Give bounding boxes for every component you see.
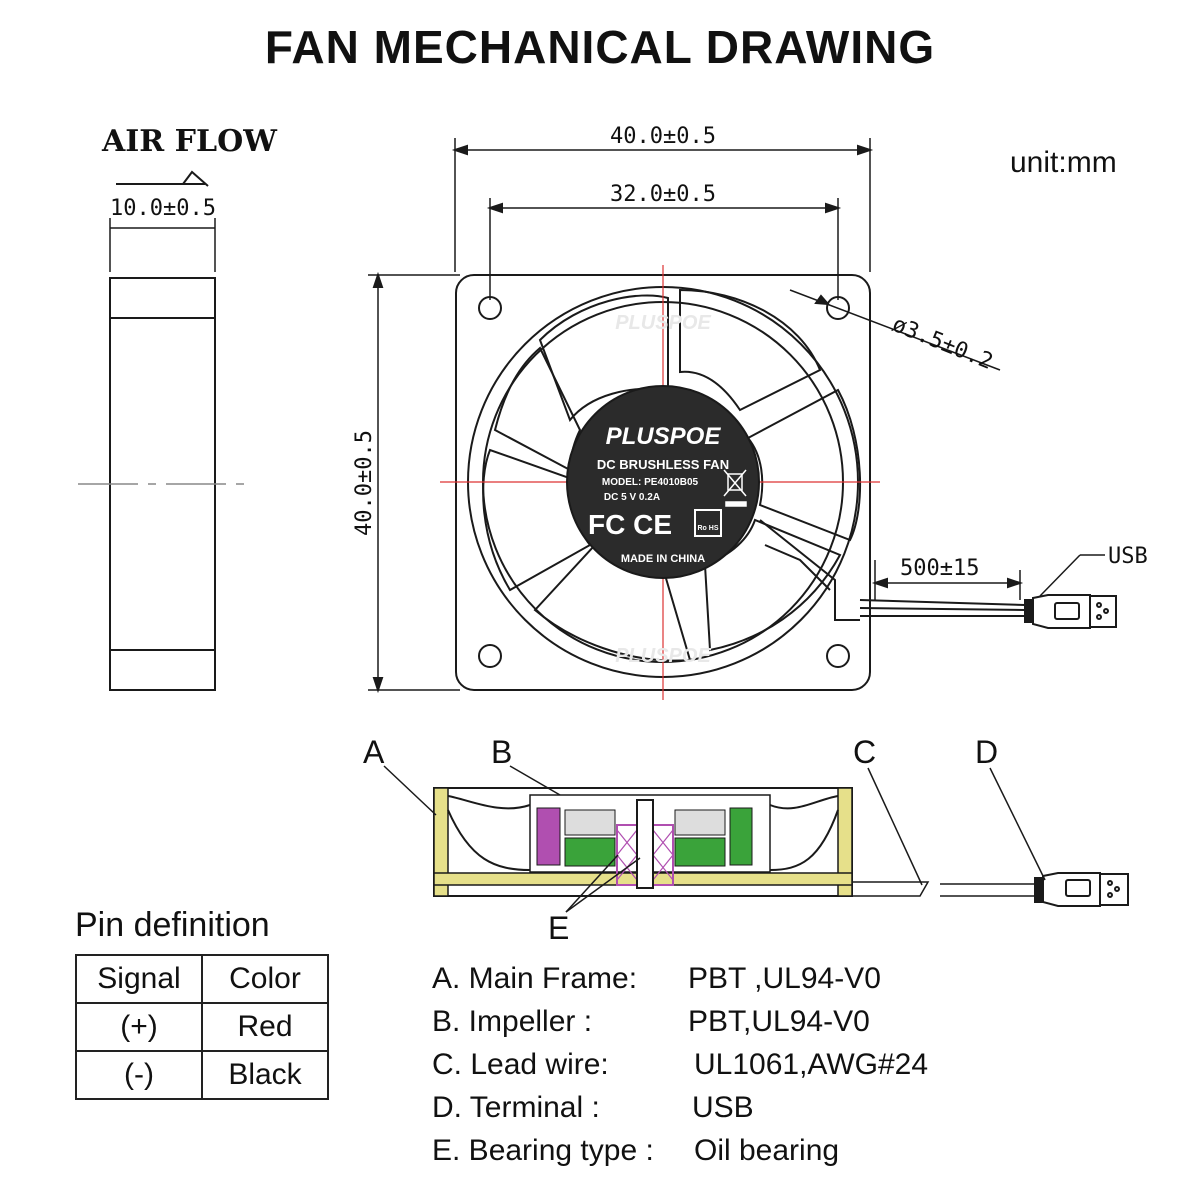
spec-value: PBT,UL94-V0	[688, 1005, 870, 1038]
cable-length-dimension: 500±15	[900, 556, 980, 581]
mount-hole	[826, 644, 850, 668]
mount-hole	[826, 296, 850, 320]
hub-cert: FC CE	[588, 509, 672, 540]
hole-spacing-dimension: 32.0±0.5	[610, 182, 716, 207]
spec-value: Oil bearing	[694, 1134, 840, 1167]
unit-label: unit:mm	[1010, 146, 1117, 179]
pin-definition-title: Pin definition	[75, 906, 270, 944]
table-cell: (+)	[75, 1002, 203, 1052]
table-row: (-) Black	[75, 1050, 329, 1100]
table-cell: (-)	[75, 1050, 203, 1100]
spec-key: C. Lead wire:	[432, 1048, 609, 1081]
hub-origin: MADE IN CHINA	[621, 553, 705, 565]
spec-list: A. Main Frame: PBT ,UL94-V0 B. Impeller …	[432, 962, 1052, 1172]
hub-sticker: PLUSPOE DC BRUSHLESS FAN MODEL: PE4010B0…	[566, 385, 760, 579]
spec-value: USB	[692, 1091, 754, 1124]
page-title: FAN MECHANICAL DRAWING	[264, 21, 936, 73]
section-label-c: C	[853, 734, 877, 770]
usb-connector	[1024, 554, 1117, 629]
section-label-d: D	[975, 734, 999, 770]
hub-line1: DC BRUSHLESS FAN	[597, 457, 729, 472]
table-row: Signal Color	[75, 954, 329, 1004]
table-header: Signal	[75, 954, 203, 1004]
side-view	[78, 170, 245, 691]
spec-key: D. Terminal :	[432, 1091, 600, 1124]
airflow-arrowhead	[182, 170, 209, 187]
spec-key: E. Bearing type :	[432, 1134, 654, 1167]
spec-key: A. Main Frame:	[432, 962, 638, 995]
spec-value: PBT ,UL94-V0	[688, 962, 881, 995]
watermark-top: PLUSPOE	[615, 312, 711, 334]
pin-definition-table: Signal Color (+) Red (-) Black	[75, 954, 329, 1100]
spec-key: B. Impeller :	[432, 1005, 593, 1038]
section-label-e: E	[548, 910, 570, 946]
watermark-bottom: PLUSPOE	[615, 645, 711, 667]
table-header: Color	[201, 954, 329, 1004]
section-label-a: A	[363, 734, 385, 770]
section-label-b: B	[491, 734, 513, 770]
table-row: (+) Red	[75, 1002, 329, 1052]
airflow-label: AIR FLOW	[102, 124, 277, 159]
connector-label: USB	[1108, 544, 1148, 569]
table-cell: Red	[201, 1002, 329, 1052]
height-dimension: 40.0±0.5	[352, 430, 377, 536]
thickness-dimension: 10.0±0.5	[110, 196, 216, 221]
rohs-mark	[694, 509, 722, 537]
mount-hole	[478, 644, 502, 668]
front-view	[368, 138, 1117, 694]
hub-line2: MODEL: PE4010B05	[602, 477, 699, 488]
weee-icon	[723, 469, 747, 507]
hub-line3: DC 5 V 0.2A	[604, 492, 660, 503]
hub-rohs: Ro HS	[698, 525, 719, 532]
spec-value: UL1061,AWG#24	[694, 1048, 929, 1081]
mount-hole	[478, 296, 502, 320]
cross-section	[383, 765, 1129, 913]
width-dimension: 40.0±0.5	[610, 124, 716, 149]
table-cell: Black	[201, 1050, 329, 1100]
hub-brand: PLUSPOE	[606, 423, 722, 450]
